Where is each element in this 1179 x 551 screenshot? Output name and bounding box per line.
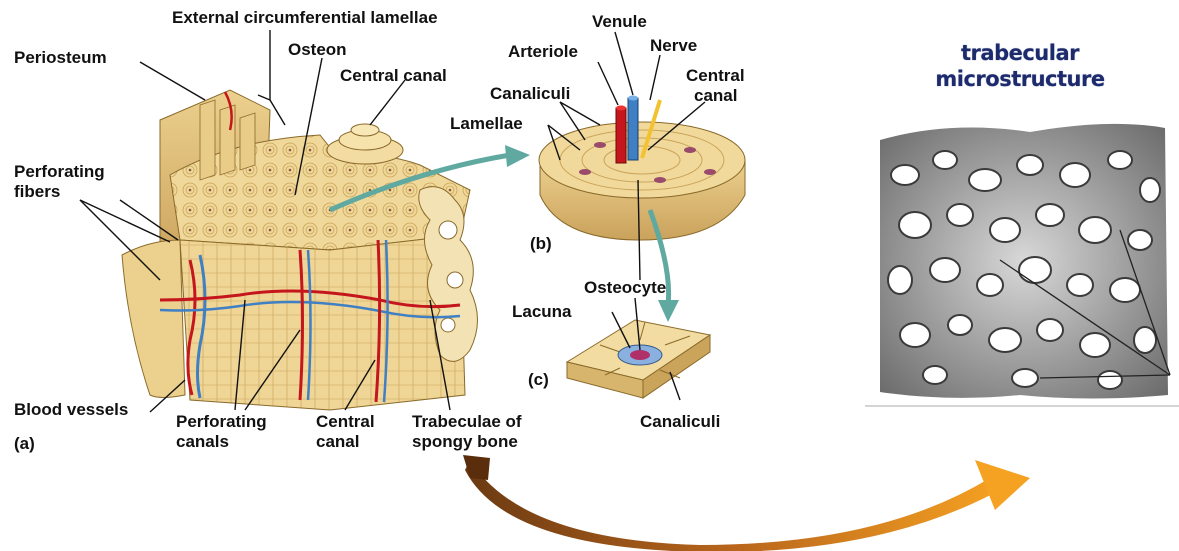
label-central-canal-bottom-line1: Central <box>316 412 375 431</box>
label-trabeculae-line1: Trabeculae of <box>412 412 522 431</box>
label-trabeculae-line2: spongy bone <box>412 432 518 451</box>
label-perforating-canals-line1: Perforating <box>176 412 267 431</box>
label-perforating-canals-line2: canals <box>176 432 229 451</box>
label-external-circumferential-lamellae: External circumferential lamellae <box>172 8 438 27</box>
label-central-canal-top: Central canal <box>340 66 447 85</box>
label-perforating-fibers-line1: Perforating <box>14 162 105 181</box>
label-panel-a: (a) <box>14 434 35 453</box>
label-panel-b: (b) <box>530 234 552 253</box>
label-arteriole: Arteriole <box>508 42 578 61</box>
label-periosteum: Periosteum <box>14 48 107 67</box>
label-canaliculi-c: Canaliculi <box>640 412 720 431</box>
label-osteocyte: Osteocyte <box>584 278 666 297</box>
label-central-canal-b-line1: Central <box>686 66 745 85</box>
title-line1: trabecular <box>900 40 1140 66</box>
label-venule: Venule <box>592 12 647 31</box>
label-lamellae: Lamellae <box>450 114 523 133</box>
label-central-canal-bottom-line2: canal <box>316 432 359 451</box>
orange-curved-arrow <box>463 455 1030 551</box>
label-osteon: Osteon <box>288 40 347 59</box>
label-panel-c: (c) <box>528 370 549 389</box>
lacuna-illustration <box>567 298 710 400</box>
title-line2: microstructure <box>900 66 1140 92</box>
trabecular-microstructure-image <box>865 124 1179 406</box>
label-perforating-fibers-line2: fibers <box>14 182 60 201</box>
label-nerve: Nerve <box>650 36 697 55</box>
label-lacuna: Lacuna <box>512 302 572 321</box>
label-central-canal-b-line2: canal <box>694 86 737 105</box>
label-blood-vessels: Blood vessels <box>14 400 128 419</box>
label-canaliculi-b: Canaliculi <box>490 84 570 103</box>
compact-bone-illustration <box>80 30 478 412</box>
